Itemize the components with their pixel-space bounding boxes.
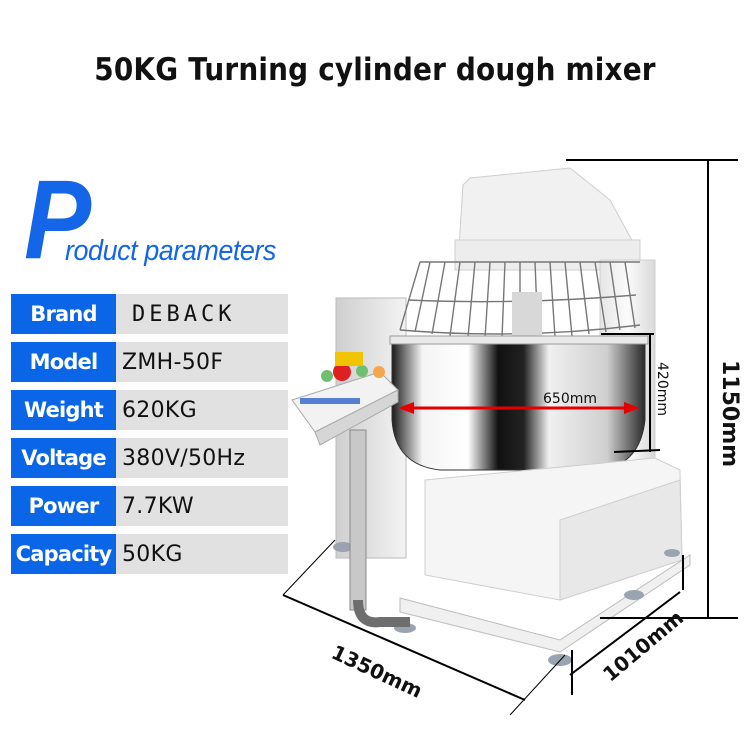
param-label: Weight — [11, 390, 116, 430]
param-value: ZMH-50F — [116, 342, 288, 382]
param-row-voltage: Voltage 380V/50Hz — [11, 438, 288, 478]
height-label: 1150mm — [717, 360, 742, 468]
param-label: Brand — [11, 294, 116, 334]
param-row-power: Power 7.7KW — [11, 486, 288, 526]
param-row-capacity: Capacity 50KG — [11, 534, 288, 574]
param-value: 380V/50Hz — [116, 438, 288, 478]
param-row-weight: Weight 620KG — [11, 390, 288, 430]
heading-initial: P — [24, 157, 92, 282]
param-label: Power — [11, 486, 116, 526]
heading-text: roduct parameters — [65, 235, 276, 267]
param-value: 620KG — [116, 390, 288, 430]
param-value: 50KG — [116, 534, 288, 574]
param-value: DEBACK — [116, 294, 288, 334]
control-panel — [291, 363, 399, 446]
bowl-depth-label: 420mm — [654, 362, 670, 416]
safety-guard — [399, 261, 641, 339]
section-heading: P roduct parameters — [22, 164, 312, 276]
param-label: Model — [11, 342, 116, 382]
bowl-diameter-label: 650mm — [543, 391, 597, 407]
param-value: 7.7KW — [116, 486, 288, 526]
param-label: Capacity — [11, 534, 116, 574]
page-title: 50KG Turning cylinder dough mixer — [94, 52, 656, 88]
parameter-table: Brand DEBACK Model ZMH-50F Weight 620KG … — [11, 294, 288, 582]
param-label: Voltage — [11, 438, 116, 478]
param-row-brand: Brand DEBACK — [11, 294, 288, 334]
param-row-model: Model ZMH-50F — [11, 342, 288, 382]
